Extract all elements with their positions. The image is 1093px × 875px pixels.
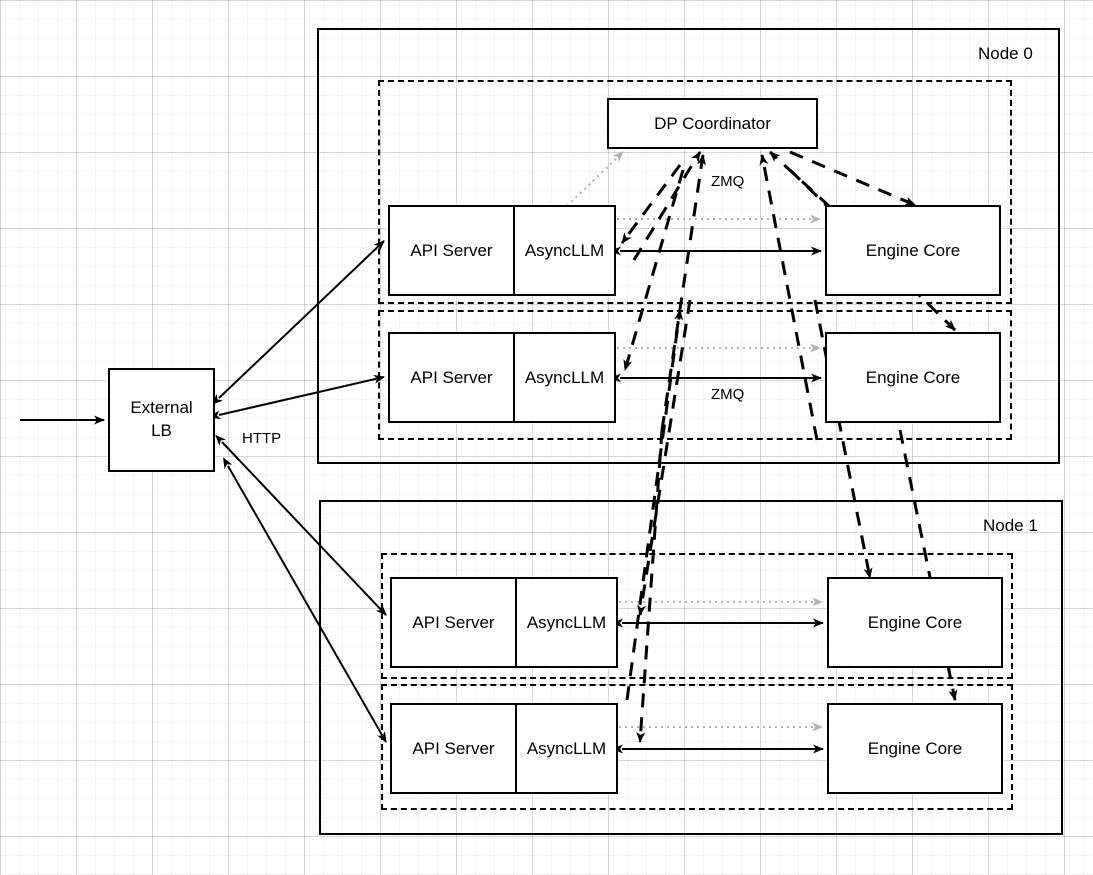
node-1-group-2-api-async-box[interactable]: API Server AsyncLLM: [390, 703, 618, 794]
node-1-frame: [319, 500, 1063, 835]
async-llm-cell[interactable]: AsyncLLM: [517, 579, 616, 666]
api-server-cell[interactable]: API Server: [392, 579, 517, 666]
node-1-group-1-engine-core-box[interactable]: Engine Core: [827, 577, 1003, 668]
node-0-group-1-engine-core-box[interactable]: Engine Core: [825, 205, 1001, 296]
async-llm-cell[interactable]: AsyncLLM: [515, 334, 614, 421]
async-llm-label: AsyncLLM: [526, 612, 607, 632]
async-llm-cell[interactable]: AsyncLLM: [517, 705, 616, 792]
engine-core-label: Engine Core: [867, 612, 963, 632]
node-1-group-2-engine-core-box[interactable]: Engine Core: [827, 703, 1003, 794]
async-llm-cell[interactable]: AsyncLLM: [515, 207, 614, 294]
api-server-label: API Server: [412, 738, 495, 758]
engine-core-label: Engine Core: [865, 240, 961, 260]
node-0-group-2-api-async-box[interactable]: API Server AsyncLLM: [388, 332, 616, 423]
async-llm-label: AsyncLLM: [526, 738, 607, 758]
api-server-cell[interactable]: API Server: [392, 705, 517, 792]
api-server-cell[interactable]: API Server: [390, 334, 515, 421]
node-1-group-2-region: [381, 684, 1013, 810]
api-server-cell[interactable]: API Server: [390, 207, 515, 294]
dp-coordinator-label: DP Coordinator: [654, 113, 771, 133]
api-server-label: API Server: [410, 367, 493, 387]
zmq-label-node-0-group-2: ZMQ: [711, 386, 745, 403]
api-server-label: API Server: [410, 240, 493, 260]
external-lb-label-line1: External: [130, 398, 193, 418]
node-1-group-1-api-async-box[interactable]: API Server AsyncLLM: [390, 577, 618, 668]
node-1-label: Node 1: [983, 516, 1038, 535]
async-llm-label: AsyncLLM: [524, 240, 605, 260]
dp-coordinator-box[interactable]: DP Coordinator: [607, 98, 818, 149]
http-label: HTTP: [242, 430, 282, 447]
node-1-group-1-region: [381, 553, 1013, 679]
zmq-label-node-0-group-1: ZMQ: [711, 173, 745, 190]
engine-core-label: Engine Core: [867, 738, 963, 758]
node-0-group-2-engine-core-box[interactable]: Engine Core: [825, 332, 1001, 423]
node-0-frame: [317, 28, 1060, 464]
node-0-group-2-region: [378, 310, 1012, 440]
async-llm-label: AsyncLLM: [524, 367, 605, 387]
engine-core-label: Engine Core: [865, 367, 961, 387]
node-0-group-1-api-async-box[interactable]: API Server AsyncLLM: [388, 205, 616, 296]
node-0-group-1-region: [378, 80, 1012, 304]
api-server-label: API Server: [412, 612, 495, 632]
external-lb-label-line2: LB: [151, 421, 172, 440]
external-lb-box[interactable]: External LB: [108, 368, 215, 472]
node-0-label: Node 0: [978, 44, 1033, 63]
